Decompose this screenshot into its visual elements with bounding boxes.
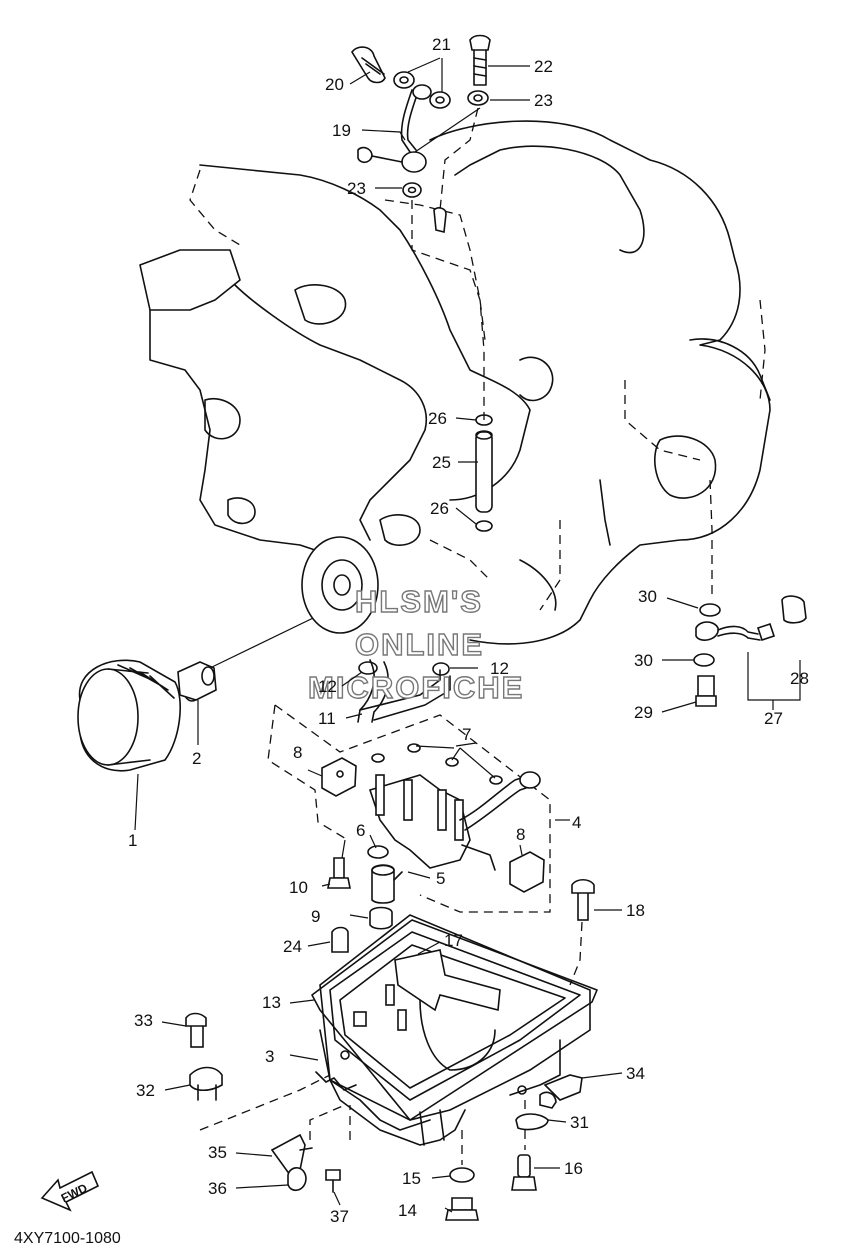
callout-9: 9 [311,907,320,926]
callout-24: 24 [283,937,302,956]
watermark: HLSM'S ONLINE MICROFICHE [307,583,524,705]
oil-filter [77,604,341,772]
callout-20: 20 [325,75,344,94]
callout-31: 31 [570,1113,589,1132]
callout-28: 28 [790,669,809,688]
callout-34: 34 [626,1064,645,1083]
callout-32: 32 [136,1081,155,1100]
callout-23-top: 23 [534,91,553,110]
leader-lines [134,57,699,1213]
callout-35: 35 [208,1143,227,1162]
callout-11: 11 [318,709,336,728]
callout-3: 3 [265,1047,274,1066]
callout-6: 6 [356,821,365,840]
callout-7: 7 [462,725,471,744]
callout-2: 2 [192,749,201,768]
callout-33: 33 [134,1011,153,1030]
callout-5: 5 [436,869,445,888]
oil-strainer-pipes [321,659,545,930]
callout-1: 1 [128,831,137,850]
callout-17: 17 [444,931,463,950]
callout-36: 36 [208,1179,227,1198]
callout-13: 13 [262,993,281,1012]
callout-27: 27 [764,709,783,728]
callout-37: 37 [330,1207,349,1226]
callout-21: 21 [432,35,451,54]
oil-pipe-assembly [351,34,491,420]
strainer-assembly-frame [267,704,570,913]
drain-bolt-and-fasteners [185,878,595,1221]
callout-15: 15 [402,1169,421,1188]
callout-8-left: 8 [293,743,302,762]
part-code: 4XY7100-1080 [14,1230,121,1247]
oil-pipe-25 [475,414,493,532]
callout-16: 16 [564,1159,583,1178]
watermark-line-3: MICROFICHE [308,670,524,705]
oil-cooler-mount [301,536,379,634]
callout-26-bottom: 26 [430,499,449,518]
callout-25: 25 [432,453,451,472]
callout-19: 19 [332,121,351,140]
engine-block-outline [139,120,771,645]
callout-22: 22 [534,57,553,76]
callout-8-right: 8 [516,825,525,844]
callout-12-right: 12 [490,659,509,678]
callout-12-left: 12 [318,677,337,696]
callout-23-mid: 23 [347,179,366,198]
callout-18: 18 [626,901,645,920]
callout-30-bottom: 30 [634,651,653,670]
callout-4: 4 [572,813,581,832]
callout-14: 14 [398,1201,417,1220]
watermark-line-1: HLSM'S [355,584,483,619]
callout-30-top: 30 [638,587,657,606]
callout-26-top: 26 [428,409,447,428]
callout-29: 29 [634,703,653,722]
watermark-line-2: ONLINE [355,627,484,662]
callout-10: 10 [289,878,308,897]
forward-arrow-icon: FWD [40,1170,100,1212]
oil-pan [311,914,598,1146]
callout-labels: 1 2 3 4 5 6 7 8 8 9 10 11 12 12 13 14 15… [128,35,809,1226]
